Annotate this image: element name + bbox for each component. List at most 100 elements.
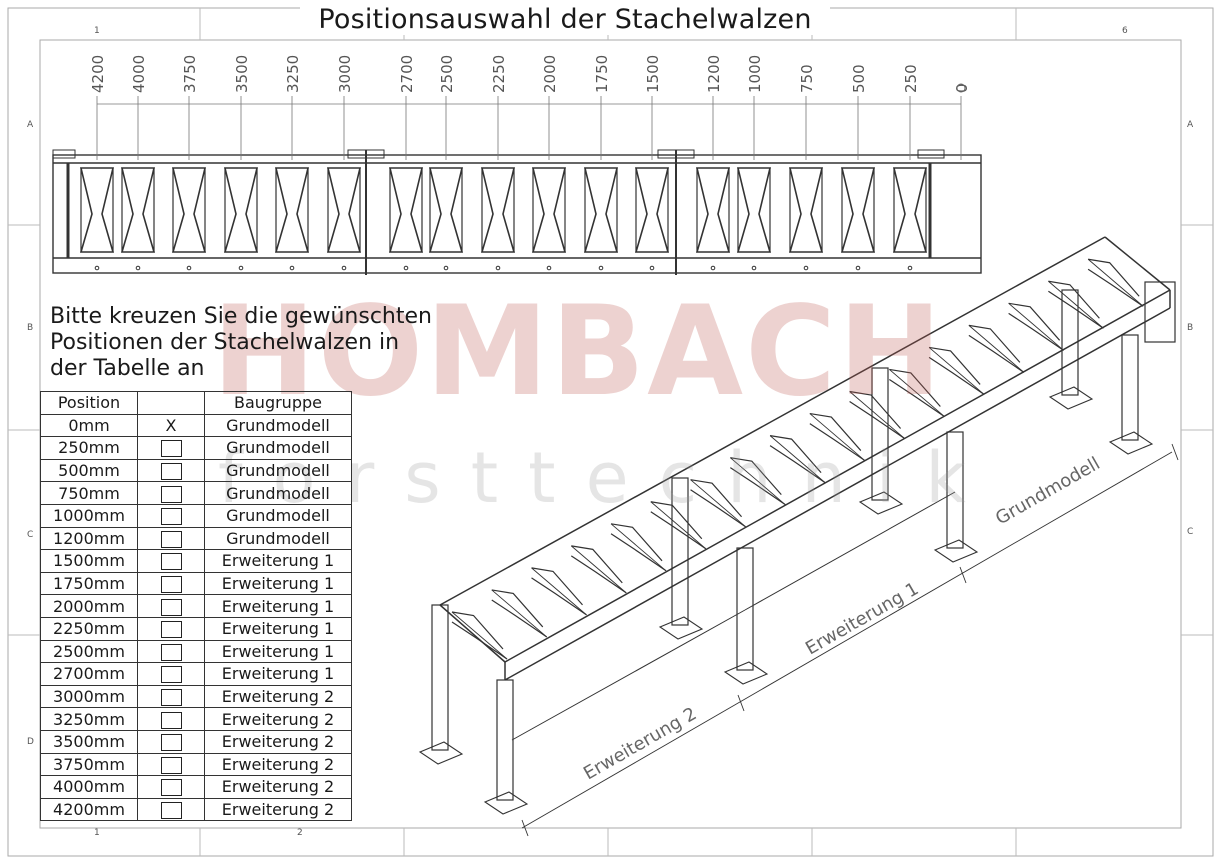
iso-spike-roller bbox=[968, 324, 1025, 373]
selection-checkbox[interactable] bbox=[160, 621, 182, 639]
selection-cell[interactable] bbox=[137, 707, 205, 731]
iso-spike-roller bbox=[849, 390, 905, 440]
selection-cell[interactable] bbox=[137, 662, 205, 686]
instruction-line-1: Bitte kreuzen Sie die gewünschten bbox=[50, 304, 432, 329]
selection-checkbox[interactable] bbox=[160, 689, 182, 707]
spike-roller bbox=[583, 167, 619, 253]
iso-roller-axis bbox=[968, 325, 1025, 373]
group-cell: Erweiterung 1 bbox=[204, 639, 352, 664]
position-cell: 3750mm bbox=[40, 752, 138, 777]
group-cell: Erweiterung 2 bbox=[204, 775, 352, 799]
dimension-label: 1200 bbox=[705, 55, 723, 93]
iso-foot-plate bbox=[1108, 431, 1154, 455]
selection-cell[interactable] bbox=[137, 503, 205, 528]
dimension-label: 250 bbox=[902, 64, 920, 93]
dimension-label: 750 bbox=[798, 64, 816, 93]
position-cell: 4200mm bbox=[40, 797, 138, 822]
selection-cell[interactable]: X bbox=[137, 413, 205, 438]
table-row: 2000mm Erweiterung 1 bbox=[40, 594, 352, 618]
dimension-label: 4000 bbox=[130, 55, 148, 93]
iso-roller-axis bbox=[610, 523, 667, 572]
selection-cell[interactable] bbox=[137, 481, 205, 505]
header-position: Position bbox=[40, 391, 138, 415]
selection-checkbox[interactable] bbox=[160, 666, 182, 684]
selection-cell[interactable] bbox=[137, 549, 205, 573]
row-label-b-left: B bbox=[27, 323, 34, 333]
bolt-hole bbox=[403, 265, 409, 271]
selection-checkbox[interactable] bbox=[160, 553, 182, 571]
instruction-line-3: der Tabelle an bbox=[50, 356, 205, 381]
dimension-label: 3250 bbox=[284, 55, 302, 93]
selection-cell[interactable] bbox=[137, 616, 205, 641]
selection-checkbox[interactable] bbox=[160, 530, 182, 548]
selection-checkbox[interactable] bbox=[160, 711, 182, 729]
row-label-d-left: D bbox=[27, 737, 34, 747]
spike-roller bbox=[634, 167, 670, 253]
spike-roller bbox=[840, 167, 876, 253]
assembly-dimension-tick bbox=[959, 566, 967, 584]
iso-leg bbox=[736, 547, 754, 671]
group-cell: Erweiterung 1 bbox=[204, 549, 352, 573]
selection-checkbox[interactable] bbox=[160, 508, 182, 526]
selection-cell[interactable] bbox=[137, 526, 205, 551]
header-mark bbox=[137, 391, 205, 415]
zone-label-top-left: 1 bbox=[94, 26, 100, 36]
iso-spike-roller bbox=[690, 479, 746, 528]
dimension-label: 1000 bbox=[746, 55, 764, 93]
dimension-label: 3750 bbox=[181, 55, 199, 93]
joint-plate bbox=[347, 149, 385, 159]
iso-foot-plate bbox=[1048, 386, 1094, 410]
selection-checkbox[interactable] bbox=[160, 598, 182, 616]
selection-checkbox[interactable] bbox=[160, 734, 182, 752]
iso-foot-plate bbox=[933, 539, 979, 563]
selection-cell[interactable] bbox=[137, 458, 205, 483]
selection-checkbox[interactable] bbox=[160, 463, 182, 481]
selection-cell[interactable] bbox=[137, 639, 205, 664]
position-cell: 3500mm bbox=[40, 729, 138, 754]
selection-cell[interactable] bbox=[137, 797, 205, 822]
selection-cell[interactable] bbox=[137, 752, 205, 777]
dimension-label: 2250 bbox=[490, 55, 508, 93]
position-cell: 4000mm bbox=[40, 775, 138, 799]
position-cell: 250mm bbox=[40, 436, 138, 460]
selection-checkbox[interactable] bbox=[160, 576, 182, 594]
spike-roller bbox=[120, 167, 156, 253]
position-cell: 2000mm bbox=[40, 594, 138, 618]
selection-checkbox[interactable] bbox=[160, 779, 182, 797]
selection-checkbox[interactable] bbox=[160, 485, 182, 503]
position-cell: 3250mm bbox=[40, 707, 138, 731]
iso-foot-plate bbox=[723, 661, 769, 685]
bolt-hole bbox=[751, 265, 757, 271]
group-cell: Erweiterung 1 bbox=[204, 662, 352, 686]
bolt-hole bbox=[803, 265, 809, 271]
group-cell: Erweiterung 1 bbox=[204, 594, 352, 618]
assembly-label: Erweiterung 2 bbox=[580, 703, 700, 784]
selection-cell[interactable] bbox=[137, 594, 205, 618]
group-cell: Grundmodell bbox=[204, 481, 352, 505]
selection-cell[interactable] bbox=[137, 436, 205, 460]
selection-cell[interactable] bbox=[137, 729, 205, 754]
iso-spike-roller bbox=[491, 589, 548, 638]
selection-cell[interactable] bbox=[137, 684, 205, 709]
selection-cell[interactable] bbox=[137, 775, 205, 799]
bolt-hole bbox=[546, 265, 552, 271]
selection-checkbox[interactable] bbox=[160, 801, 182, 819]
bolt-hole bbox=[94, 265, 100, 271]
iso-spike-roller bbox=[809, 412, 866, 462]
selection-checkbox[interactable] bbox=[160, 440, 182, 458]
bolt-hole bbox=[289, 265, 295, 271]
dimension-origin-marker bbox=[956, 83, 966, 93]
group-cell: Erweiterung 2 bbox=[204, 684, 352, 709]
selection-checkbox[interactable] bbox=[160, 756, 182, 774]
row-label-a-left: A bbox=[27, 120, 34, 130]
selection-checkbox[interactable] bbox=[160, 643, 182, 661]
bolt-hole bbox=[443, 265, 449, 271]
selection-cell[interactable] bbox=[137, 571, 205, 596]
dimension-label: 1500 bbox=[644, 55, 662, 93]
end-plate bbox=[917, 149, 945, 159]
iso-roller-axis bbox=[570, 545, 627, 594]
